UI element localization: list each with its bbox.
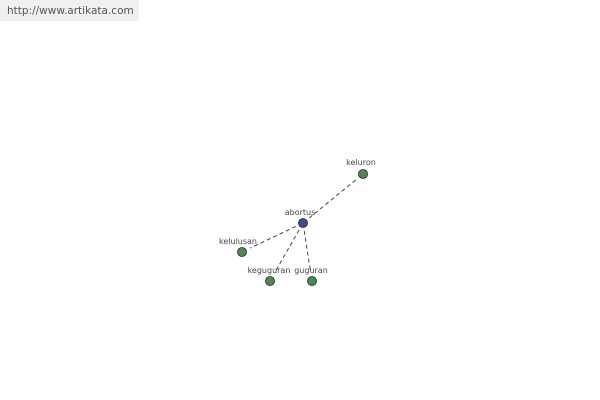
graph-edges — [249, 179, 357, 274]
node-kelulusan[interactable]: kelulusan — [219, 237, 257, 257]
node-keguguran-dot[interactable] — [265, 276, 275, 286]
node-guguran[interactable]: guguran — [294, 266, 328, 286]
edge-abortus-keguguran — [274, 229, 300, 274]
node-kelulusan-dot[interactable] — [237, 247, 247, 257]
node-keluron[interactable]: keluron — [346, 158, 376, 179]
node-keluron-dot[interactable] — [358, 169, 368, 179]
graph-nodes: abortus keluron kelulusan keguguran gugu… — [219, 158, 376, 286]
node-abortus[interactable]: abortus — [285, 208, 316, 228]
source-url-text: http://www.artikata.com — [7, 5, 134, 17]
edge-abortus-kelulusan — [249, 226, 296, 249]
node-guguran-label: guguran — [294, 266, 328, 275]
node-abortus-dot[interactable] — [298, 218, 308, 228]
node-keguguran-label: keguguran — [248, 266, 291, 275]
node-guguran-dot[interactable] — [307, 276, 317, 286]
source-url[interactable]: http://www.artikata.com — [0, 0, 139, 21]
edge-abortus-keluron — [308, 179, 357, 219]
node-keguguran[interactable]: keguguran — [248, 266, 291, 286]
node-kelulusan-label: kelulusan — [219, 237, 257, 246]
node-abortus-label: abortus — [285, 208, 316, 217]
node-keluron-label: keluron — [346, 158, 376, 167]
